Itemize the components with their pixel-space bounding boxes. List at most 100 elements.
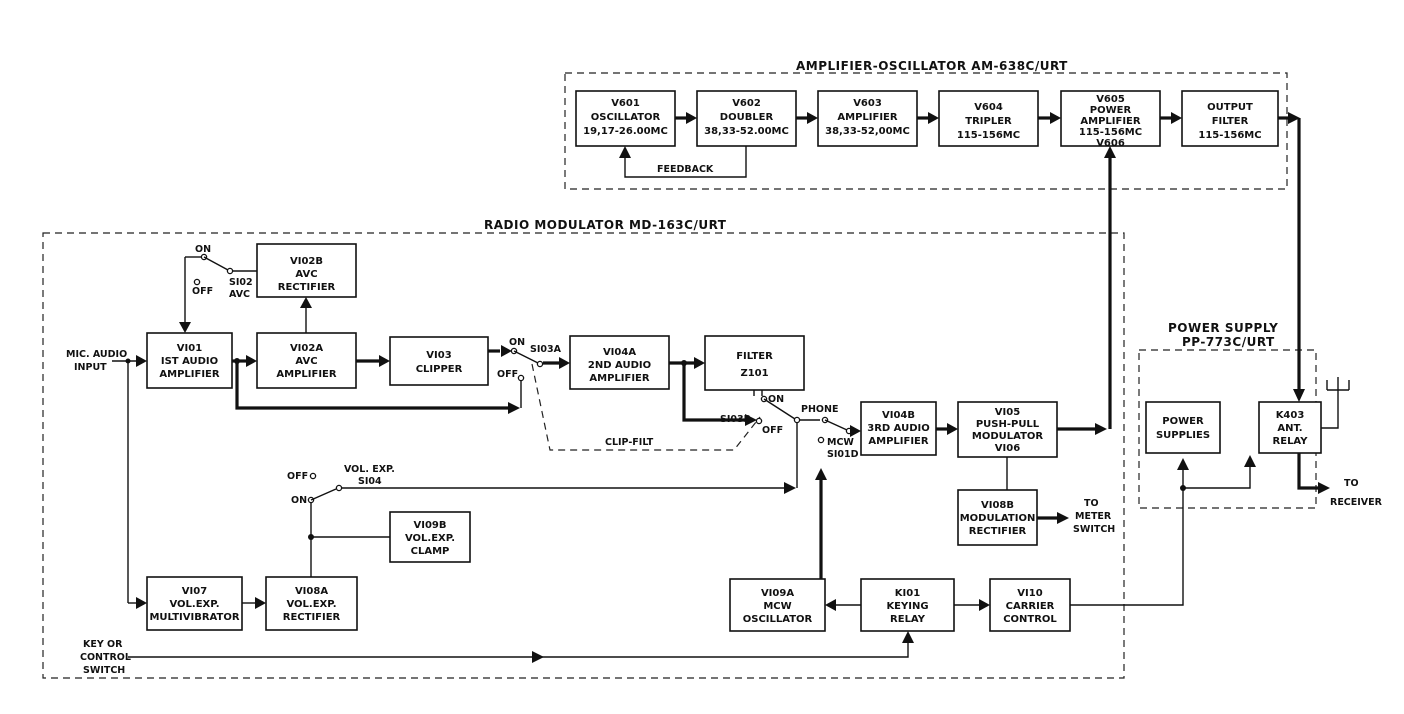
svg-text:VI02B: VI02B [290,256,323,267]
svg-text:MCW: MCW [827,437,854,448]
input-label: INPUT [74,362,107,373]
svg-text:SI03B: SI03B [720,414,751,425]
svg-text:V605: V605 [1096,94,1125,105]
svg-text:AMPLIFIER: AMPLIFIER [1080,116,1140,127]
svg-text:MCW: MCW [763,601,791,612]
svg-text:OSCILLATOR: OSCILLATOR [743,614,813,625]
svg-text:OUTPUT: OUTPUT [1207,102,1253,113]
svg-text:ON: ON [195,244,211,255]
svg-text:AVC: AVC [295,356,317,367]
block-v602: V602 DOUBLER 38,33-52.00MC [696,90,797,147]
svg-text:CONTROL: CONTROL [80,652,131,663]
svg-text:CLIPPER: CLIPPER [416,364,463,375]
block-v109b: VI09B VOL.EXP. CLAMP [389,511,471,563]
svg-text:CONTROL: CONTROL [1003,614,1057,625]
block-v108b: VI08B MODULATION RECTIFIER [957,489,1038,546]
block-v108a: VI08A VOL.EXP. RECTIFIER [265,576,358,631]
svg-text:PUSH-PULL: PUSH-PULL [976,419,1040,430]
feedback-label: FEEDBACK [657,164,714,175]
svg-text:V602: V602 [732,98,761,109]
block-power-supplies: POWER SUPPLIES [1145,401,1221,454]
svg-text:METER: METER [1075,511,1112,522]
switch-s103b: ON SI03B OFF [720,390,801,436]
svg-text:SI04: SI04 [358,476,382,487]
svg-text:38,33-52.00MC: 38,33-52.00MC [704,126,789,137]
svg-text:MODULATION: MODULATION [960,513,1036,524]
block-v601: V601 OSCILLATOR 19,17-26.00MC [575,90,676,147]
svg-text:RECTIFIER: RECTIFIER [283,612,341,623]
block-filter: FILTER Z101 [704,335,805,391]
svg-text:SWITCH: SWITCH [83,665,125,676]
svg-text:115-156MC: 115-156MC [957,130,1020,141]
svg-text:VOL.EXP.: VOL.EXP. [286,599,336,610]
svg-text:K403: K403 [1276,410,1305,421]
svg-text:SI01D: SI01D [827,449,859,460]
svg-text:V604: V604 [974,102,1003,113]
svg-text:CARRIER: CARRIER [1006,601,1055,612]
svg-text:OFF: OFF [192,286,213,297]
svg-text:SI03A: SI03A [530,344,562,355]
svg-text:ON: ON [768,394,784,405]
mic-input-path: MIC. AUDIO INPUT [66,349,147,609]
svg-text:SI02: SI02 [229,277,253,288]
svg-text:RECEIVER: RECEIVER [1330,497,1383,508]
svg-text:VI05: VI05 [995,407,1020,418]
svg-text:115-156MC: 115-156MC [1198,130,1261,141]
block-output-filter: OUTPUT FILTER 115-156MC [1181,90,1279,147]
svg-text:CLIP-FILT: CLIP-FILT [605,437,654,448]
feedback-loop: FEEDBACK [619,146,747,178]
svg-text:RECTIFIER: RECTIFIER [969,526,1027,537]
vol-exp-path [242,503,390,609]
svg-text:OFF: OFF [497,369,518,380]
block-v605: V605 POWER AMPLIFIER 115-156MC V606 [1060,90,1161,149]
svg-text:RELAY: RELAY [890,614,926,625]
avc-path [232,297,390,367]
svg-text:RELAY: RELAY [1273,436,1309,447]
block-v104a: VI04A 2ND AUDIO AMPLIFIER [569,335,670,390]
svg-text:AMPLIFIER: AMPLIFIER [276,369,336,380]
svg-text:FILTER: FILTER [736,351,773,362]
svg-text:VOL. EXP.: VOL. EXP. [344,464,395,475]
svg-text:VI02A: VI02A [290,343,323,354]
mic-audio-label: MIC. AUDIO [66,349,127,360]
svg-text:VI04A: VI04A [603,347,636,358]
svg-text:KI01: KI01 [895,588,920,599]
block-v102a: VI02A AVC AMPLIFIER [256,332,357,389]
svg-text:VI03: VI03 [426,350,451,361]
svg-text:OSCILLATOR: OSCILLATOR [591,112,661,123]
power-supply-title: POWER SUPPLY [1168,321,1278,335]
svg-text:VI08A: VI08A [295,586,328,597]
svg-text:V601: V601 [611,98,640,109]
svg-text:CLAMP: CLAMP [411,546,450,557]
svg-text:OFF: OFF [762,425,783,436]
svg-text:RECTIFIER: RECTIFIER [278,282,336,293]
amp-osc-enclosure [564,72,1288,190]
svg-text:AMPLIFIER: AMPLIFIER [159,369,219,380]
block-v603: V603 AMPLIFIER 38,33-52,00MC [817,90,918,147]
svg-text:DOUBLER: DOUBLER [720,112,774,123]
svg-text:19,17-26.00MC: 19,17-26.00MC [583,126,668,137]
svg-text:VI09B: VI09B [414,520,447,531]
svg-text:OFF: OFF [287,471,308,482]
clipper-bypass [235,361,520,414]
svg-text:ANT.: ANT. [1277,423,1302,434]
amp-osc-title: AMPLIFIER-OSCILLATOR AM-638C/URT [796,59,1068,73]
svg-text:POWER: POWER [1090,105,1132,116]
svg-text:SWITCH: SWITCH [1073,524,1115,535]
svg-text:POWER: POWER [1162,416,1204,427]
svg-text:VI10: VI10 [1017,588,1042,599]
power-supply-wiring: TO RECEIVER [1180,377,1383,508]
block-v110: VI10 CARRIER CONTROL [989,578,1071,632]
block-v107: VI07 VOL.EXP. MULTIVIBRATOR [146,576,243,631]
svg-text:MODULATOR: MODULATOR [972,431,1044,442]
svg-text:ON: ON [291,495,307,506]
amp-osc-signal-chain [675,112,1305,402]
svg-text:VI08B: VI08B [981,500,1014,511]
svg-text:AMPLIFIER: AMPLIFIER [868,436,928,447]
svg-text:PHONE: PHONE [801,404,838,415]
key-control-input: KEY OR CONTROL SWITCH [80,631,914,676]
svg-text:VOL.EXP.: VOL.EXP. [405,533,455,544]
block-v105: VI05 PUSH-PULL MODULATOR VI06 [957,401,1058,458]
meter-output: TO METER SWITCH [1037,498,1115,535]
svg-text:38,33-52,00MC: 38,33-52,00MC [825,126,910,137]
